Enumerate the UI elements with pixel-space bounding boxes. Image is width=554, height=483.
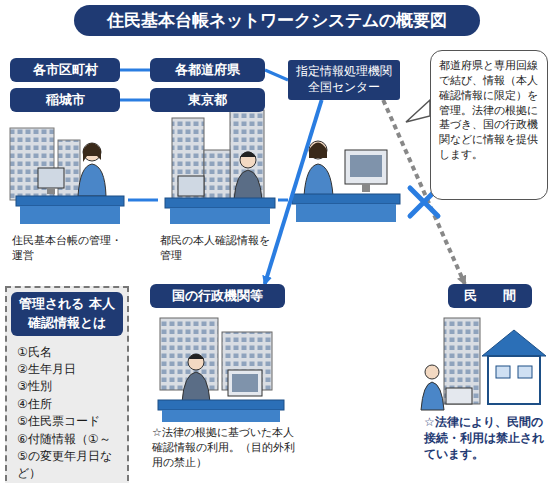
network-line xyxy=(278,199,288,202)
node-text: 各都道府県 xyxy=(156,61,259,79)
region-band: 各市区町村 xyxy=(10,58,120,82)
node-text: 国の行政機関等 xyxy=(156,287,279,305)
node-text: ④住所 xyxy=(17,396,119,413)
node-text: 各市区町村 xyxy=(16,61,114,79)
agency-band: 国の行政機関等 xyxy=(150,284,285,308)
city-band: 稲城市 xyxy=(10,88,120,112)
node-text: 都道府県と専用回線で結び、情報（本人確認情報に限定）を管理。法律の根拠に基づき、… xyxy=(439,59,539,163)
node-text: 民 間 xyxy=(454,287,526,305)
city-office xyxy=(10,128,124,224)
region-band: 各都道府県 xyxy=(150,58,265,82)
node-text: ⑥付随情報（①～⑤の変更年月日など） xyxy=(17,431,119,483)
city-band: 東京都 xyxy=(150,88,265,112)
callout-tail xyxy=(406,100,430,122)
callout-box: 都道府県と専用回線で結び、情報（本人確認情報に限定）を管理。法律の根拠に基づき、… xyxy=(430,50,548,200)
info-box: ①氏名②生年月日③性別④住所⑤住民票コード⑥付随情報（①～⑤の変更年月日など） 管… xyxy=(5,286,129,483)
connector xyxy=(120,99,150,102)
note-label: 住民基本台帳の管理・運営 xyxy=(12,234,124,264)
info-heading: 管理される 本人確認情報とは xyxy=(11,292,123,336)
national-agency xyxy=(158,318,284,422)
connector xyxy=(265,100,322,284)
private-sector xyxy=(421,318,546,410)
network-line xyxy=(128,199,158,202)
note-label: ☆法律により、民間の接続・利用は禁止されています。 xyxy=(424,414,550,463)
note-label: 都民の本人確認情報を管理 xyxy=(160,234,276,264)
tokyo-government-building xyxy=(165,110,275,224)
node-text: 東京都 xyxy=(156,91,259,109)
node-text: 稲城市 xyxy=(16,91,114,109)
note-label: ☆法律の根拠に基づいた本人確認情報の利用。（目的外利用の禁止） xyxy=(152,426,298,471)
diagram-title: 住民基本台帳ネットワークシステムの概要図 xyxy=(74,5,480,36)
node-text: ①氏名 xyxy=(17,344,119,361)
node-text: ⑤住民票コード xyxy=(17,413,119,430)
node-text: 管理される 本人確認情報とは xyxy=(17,295,117,333)
connector xyxy=(265,70,288,80)
center-box: 指定情報処理機関 全国センター xyxy=(288,60,400,100)
connector xyxy=(120,69,150,72)
national-center-operator xyxy=(292,141,400,222)
private-band: 民 間 xyxy=(448,284,532,308)
node-text: 指定情報処理機関 全国センター xyxy=(294,64,394,95)
node-text: ②生年月日 xyxy=(17,361,119,378)
node-text: ③性別 xyxy=(17,378,119,395)
